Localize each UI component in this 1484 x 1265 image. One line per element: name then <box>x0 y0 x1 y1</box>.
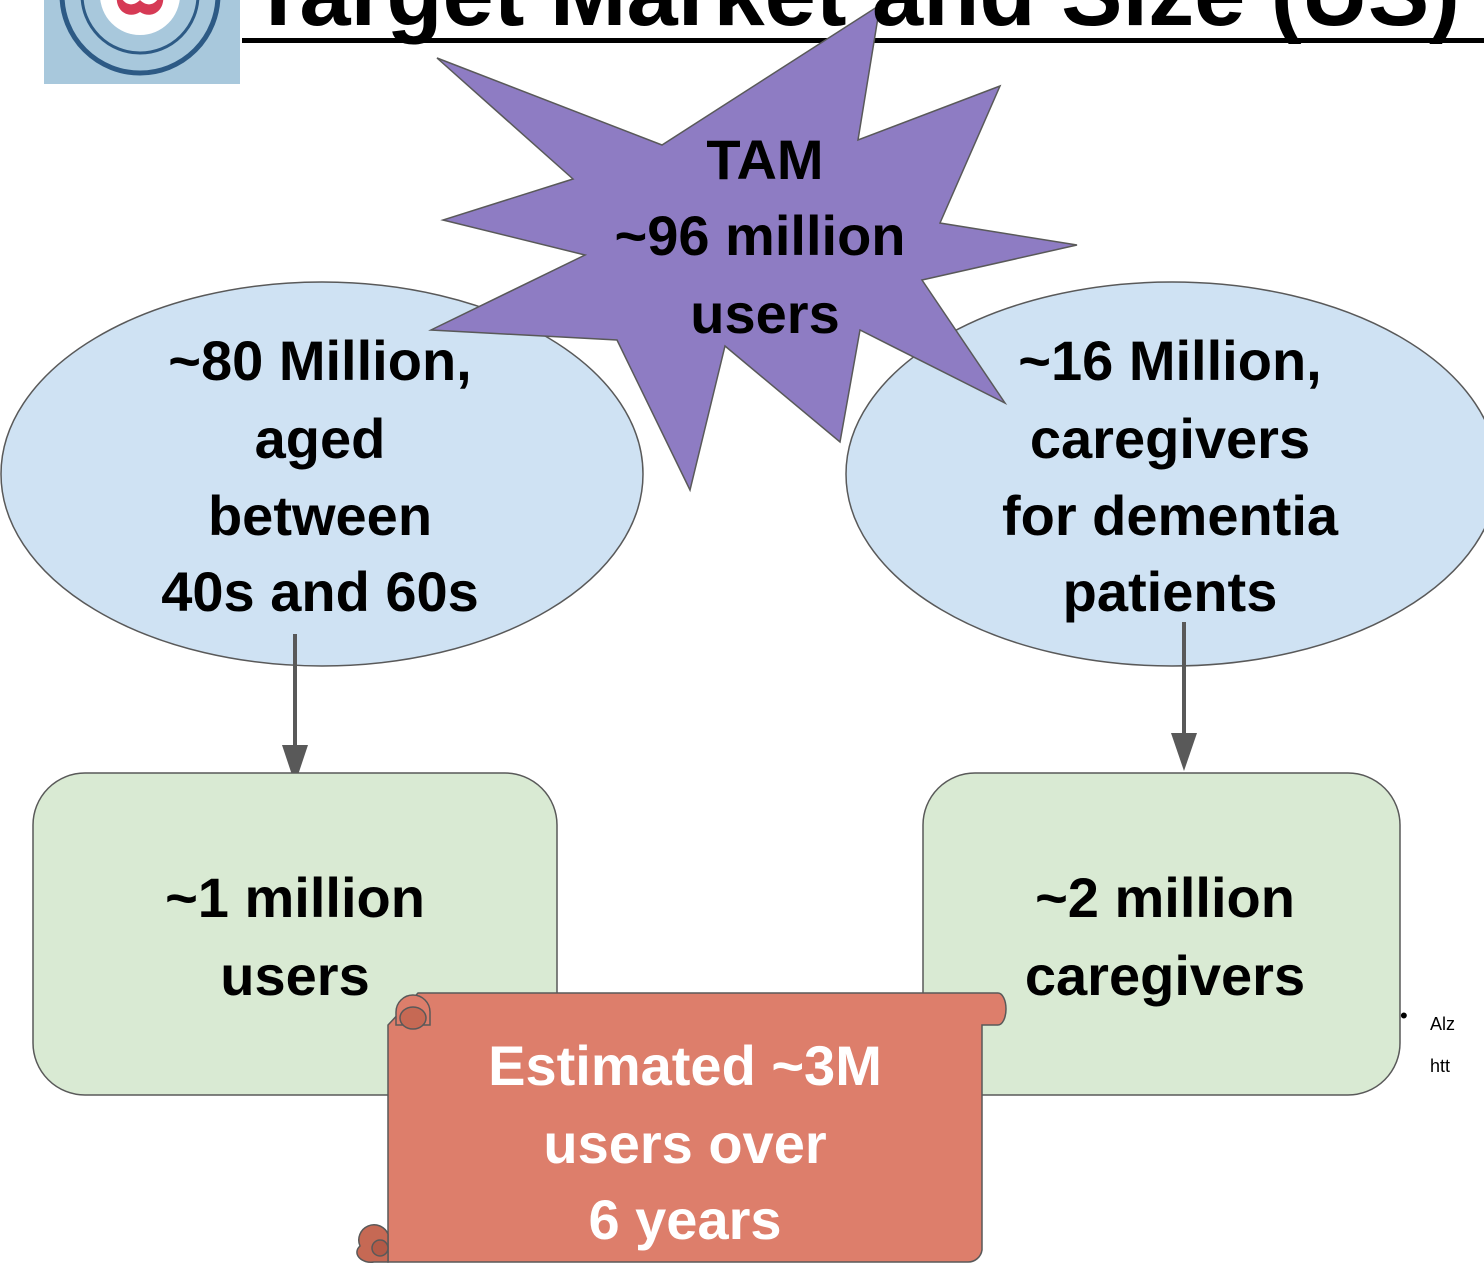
footnote-line-1: Alz <box>1430 1014 1456 1034</box>
caregivers-line-4: patients <box>1062 560 1278 623</box>
estimate-scroll <box>356 992 1007 1263</box>
slide-title: Target Market and Size (US) <box>250 0 1460 47</box>
users-box-line-1: ~1 million <box>165 866 425 929</box>
caregivers-box-line-1: ~2 million <box>1035 866 1295 929</box>
users-box-line-2: users <box>220 944 370 1007</box>
estimate-line-2: users over <box>543 1112 827 1175</box>
aged-line-3: between <box>207 484 433 547</box>
tam-unit: users <box>690 282 840 345</box>
footnote-bullet: • <box>1400 1003 1408 1028</box>
arrow-caregivers-to-box <box>1171 622 1197 771</box>
tam-starburst <box>428 3 1078 493</box>
aged-line-4: 40s and 60s <box>161 560 479 623</box>
estimate-line-3: 6 years <box>588 1188 782 1251</box>
arrow-aged-to-users <box>282 634 308 784</box>
caregivers-line-2: caregivers <box>1029 407 1311 470</box>
caregivers-box-line-2: caregivers <box>1024 944 1306 1007</box>
caregivers-ellipse <box>845 281 1484 667</box>
aged-line-2: aged <box>254 407 386 470</box>
estimate-line-1: Estimated ~3M <box>488 1034 882 1097</box>
caregivers-line-1: ~16 Million, <box>1018 329 1322 392</box>
aged-line-1: ~80 Million, <box>168 329 472 392</box>
tam-label: TAM <box>706 128 824 191</box>
aged-ellipse <box>0 281 644 667</box>
caregivers-box <box>922 772 1401 1096</box>
tam-value: ~96 million <box>614 204 906 267</box>
university-logo <box>44 0 240 84</box>
footnote-line-2: htt <box>1430 1056 1451 1076</box>
caregivers-line-3: for dementia <box>1001 484 1339 547</box>
